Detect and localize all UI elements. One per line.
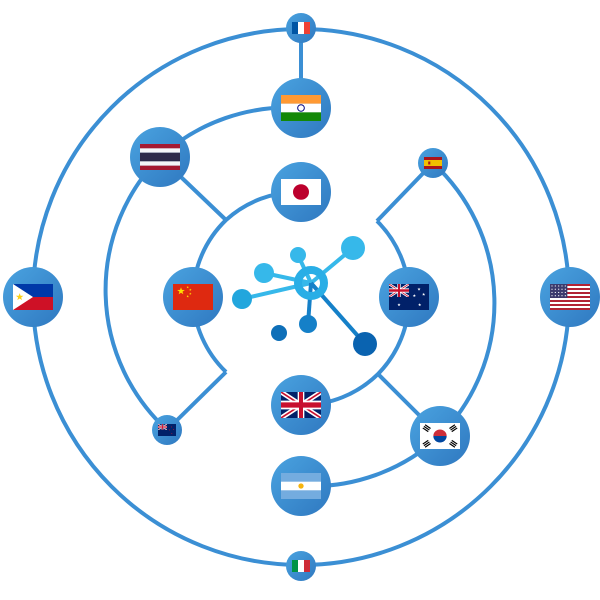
inner-arc-left	[190, 189, 302, 374]
node-philippines	[3, 267, 63, 327]
flag-united-kingdom-icon	[281, 392, 321, 418]
inner-arc-right	[300, 219, 412, 408]
flag-spain-icon	[424, 157, 442, 169]
node-india	[271, 78, 331, 138]
hub-dot	[290, 247, 306, 263]
flag-philippines-icon	[13, 284, 53, 310]
node-argentina	[271, 456, 331, 516]
hub-dot	[232, 289, 252, 309]
flag-australia-icon	[389, 284, 429, 310]
node-thailand	[130, 127, 190, 187]
flag-south-korea-icon	[420, 423, 460, 449]
hub-dot	[299, 315, 317, 333]
flag-argentina-icon	[281, 473, 321, 499]
node-spain	[418, 148, 448, 178]
flag-france-icon	[292, 22, 310, 34]
hub-dot	[353, 332, 377, 356]
node-japan	[271, 162, 331, 222]
flag-usa-icon	[550, 284, 590, 310]
node-italy	[286, 551, 316, 581]
hub-dot	[271, 325, 287, 341]
flag-italy-icon	[292, 560, 310, 572]
node-united-kingdom	[271, 375, 331, 435]
node-france	[286, 13, 316, 43]
flag-japan-icon	[281, 179, 321, 205]
middle-arc-right	[300, 161, 497, 489]
node-south-korea	[410, 406, 470, 466]
flag-new-zealand-icon	[158, 424, 176, 436]
hub-dot	[254, 263, 274, 283]
country-nodes	[3, 13, 600, 581]
network-hub-icon	[232, 236, 377, 356]
node-new-zealand	[152, 415, 182, 445]
node-china	[163, 267, 223, 327]
hub-dot	[341, 236, 365, 260]
flag-thailand-icon	[140, 144, 180, 170]
middle-arc-left	[103, 105, 302, 432]
flag-china-icon	[173, 284, 213, 310]
hub-center	[294, 266, 328, 300]
flag-india-icon	[281, 95, 321, 121]
node-usa	[540, 267, 600, 327]
node-australia	[379, 267, 439, 327]
